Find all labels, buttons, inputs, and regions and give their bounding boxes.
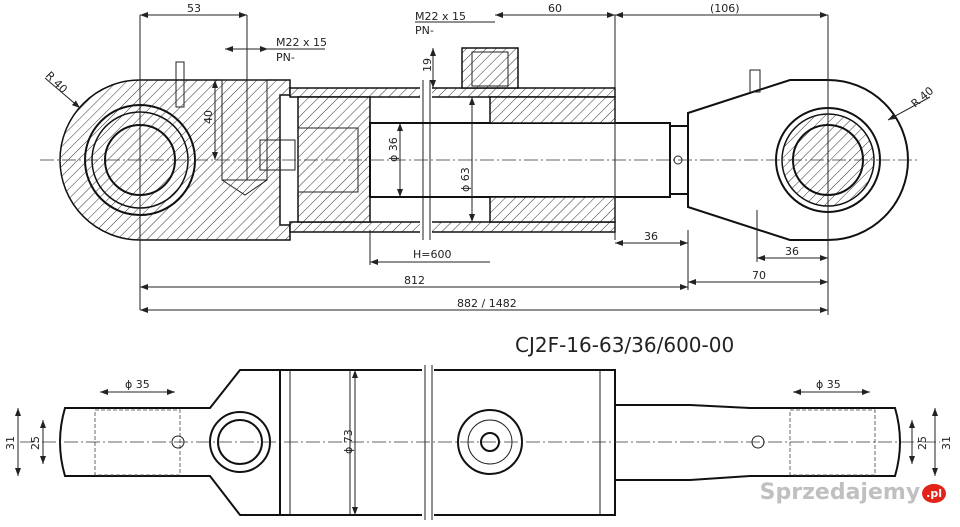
dim-60: 60 [548, 2, 562, 15]
dim-812: 812 [404, 274, 425, 287]
right-clevis [687, 69, 909, 241]
left-eye-head [59, 61, 296, 241]
dim-phi63: ϕ 63 [459, 167, 472, 192]
dim-106: (106) [710, 2, 740, 15]
dim-stroke: H=600 [413, 248, 451, 261]
dim-36-rod: 36 [644, 230, 658, 243]
part-number-title: CJ2F-16-63/36/600-00 [515, 333, 734, 357]
cylinder-tube [289, 47, 616, 240]
exterior-view: ϕ 35 ϕ 35 ϕ 73 31 25 31 25 [4, 365, 953, 520]
port-left-pn: PN- [276, 51, 295, 64]
dim-25-left: 25 [29, 436, 42, 450]
radius-left: R 40 [43, 69, 70, 96]
dim-31-left: 31 [4, 436, 17, 450]
dimensions [44, 12, 931, 315]
dim-phi73: ϕ 73 [342, 429, 355, 454]
dim-phi35-right: ϕ 35 [816, 378, 841, 391]
dim-phi36: ϕ 36 [387, 137, 400, 162]
watermark-logo: Sprzedajemy.pl [760, 480, 946, 505]
radius-right: R 40 [909, 84, 937, 110]
dim-31-right: 31 [940, 436, 953, 450]
dim-phi35-left: ϕ 35 [125, 378, 150, 391]
dim-882: 882 / 1482 [457, 297, 517, 310]
grease-nipple-left-icon [175, 61, 185, 108]
piston [297, 96, 371, 223]
port-top-pn: PN- [415, 24, 434, 37]
dim-70: 70 [752, 269, 766, 282]
dim-25-right: 25 [916, 436, 929, 450]
dim-53: 53 [187, 2, 201, 15]
dim-19: 19 [421, 58, 434, 72]
grease-nipple-right-icon [749, 69, 761, 93]
port-left-thread: M22 x 15 [276, 36, 327, 49]
dim-40: 40 [202, 110, 215, 124]
port-top-thread: M22 x 15 [415, 10, 466, 23]
dim-36-eye: 36 [785, 245, 799, 258]
section-view: 53 60 (106) M22 x 15 PN- M22 x 15 PN- 19… [40, 2, 936, 315]
gland [489, 96, 616, 223]
